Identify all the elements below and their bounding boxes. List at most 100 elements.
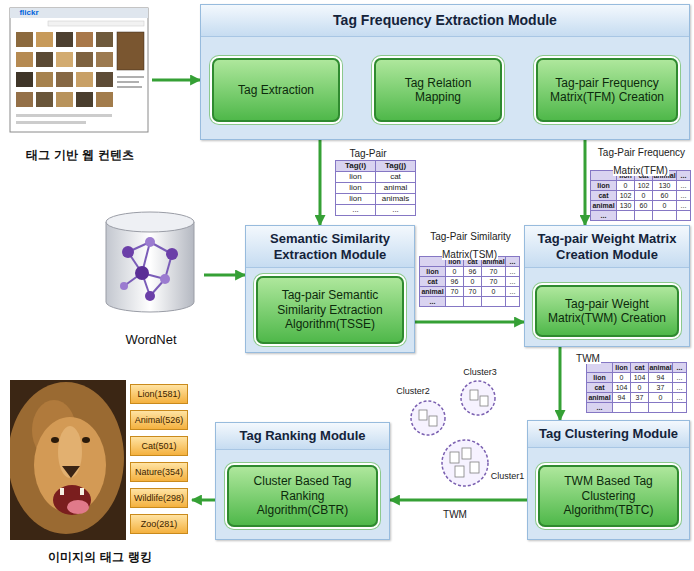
lion-photo-part	[58, 426, 82, 478]
flow-arrow	[559, 347, 562, 420]
network-node-part	[135, 266, 149, 280]
document-icon-part	[480, 396, 488, 406]
document-icon-part	[462, 448, 471, 459]
module-panel: Tag Frequency Extraction ModuleTag Extra…	[200, 4, 690, 140]
table-text: 102	[620, 192, 632, 199]
table-cell-box: 70	[445, 286, 464, 297]
flow-arrow	[584, 140, 587, 225]
network-node-part	[122, 246, 134, 258]
table-text: 102	[638, 182, 650, 189]
edge-label-box: Tag-Pair	[333, 143, 403, 161]
cluster-circle	[411, 401, 445, 435]
table-cell-box: ...	[586, 402, 613, 413]
table-cell	[634, 210, 653, 221]
table-cell-box: ...	[672, 362, 687, 373]
table-text: ...	[510, 268, 516, 275]
table-cell-box: 0	[612, 372, 631, 383]
table-text: lion	[597, 182, 609, 189]
web-screenshot-part	[96, 72, 113, 87]
table-cell-box: ...	[505, 276, 520, 287]
table-cell	[445, 296, 464, 307]
table-cell-box: 0	[463, 276, 482, 287]
table-text: cat	[598, 192, 608, 199]
figure-label: Cluster3	[463, 368, 497, 377]
table-cell-box: lion	[335, 182, 376, 194]
table-text: 0	[663, 202, 667, 209]
web-screenshot-part	[96, 52, 113, 67]
table-cell-box: 94	[612, 392, 631, 403]
table-cell-box: 0	[652, 200, 677, 211]
web-screenshot-part	[76, 92, 93, 107]
table-text: 0	[642, 192, 646, 199]
edge-label: Tag-Pair Similarity Matrix(TSM)	[429, 231, 511, 260]
table-cell-box: ...	[676, 170, 691, 181]
tag-box: Zoo(281)	[130, 514, 188, 534]
table-cell-box: animal	[590, 200, 617, 211]
table-cell-box: 96	[463, 266, 482, 277]
web-screenshot-part	[36, 32, 53, 47]
table-text: ...	[510, 258, 516, 265]
flow-arrow	[390, 499, 527, 502]
table-cell-box: 96	[445, 276, 464, 287]
module-title: Tag Frequency Extraction Module	[201, 5, 689, 37]
process-box: Tag-pair Frequency Matrix(TFM) Creation	[536, 58, 678, 122]
process-box: Tag Relation Mapping	[374, 58, 502, 122]
database-top	[106, 212, 194, 232]
figure-caption: 태그 기반 웹 컨텐츠	[26, 147, 135, 164]
tag-box: Animal(526)	[130, 410, 188, 430]
table-cell-box: ...	[672, 382, 687, 393]
box-label: Tag-pair Frequency Matrix(TFM) Creation	[544, 76, 670, 105]
table-cell-box: 70	[463, 286, 482, 297]
table-cell-box: cat	[630, 362, 649, 373]
lion-photo-part	[67, 500, 89, 514]
table-text: ...	[597, 404, 603, 411]
figure-label: flickr	[19, 9, 38, 17]
flow-arrow	[415, 321, 524, 324]
network-node-part	[166, 248, 178, 260]
web-screenshot-part	[117, 86, 142, 88]
table-text: animal	[421, 288, 443, 295]
web-screenshot-part	[36, 52, 53, 67]
table-text: ...	[352, 206, 359, 214]
table-cell	[612, 402, 631, 413]
table-cell-box: 102	[616, 190, 635, 201]
table-cell-box: cat	[586, 382, 613, 393]
document-icon-part	[470, 462, 479, 473]
web-screenshot-part	[10, 8, 148, 18]
table-cell	[648, 402, 673, 413]
table-cell	[672, 402, 687, 413]
label-box: Cluster2	[393, 385, 433, 397]
table-cell-box: animal	[419, 286, 446, 297]
table-cell-box: lion	[419, 266, 446, 277]
table-cell-box: lion	[612, 362, 631, 373]
table-text: ...	[392, 206, 399, 214]
table-cell-box: lion	[335, 193, 376, 205]
web-screenshot-part	[117, 32, 144, 70]
tag-box: Nature(354)	[130, 462, 188, 482]
flow-arrow	[204, 274, 245, 277]
table-text: animal	[384, 184, 408, 192]
web-screenshot-part	[56, 52, 73, 67]
table-cell-box: Tag(i)	[335, 160, 376, 172]
box-label: Tag Relation Mapping	[382, 76, 494, 105]
table-text: ...	[677, 394, 683, 401]
table-text: lion	[593, 374, 605, 381]
table-cell-box: Tag(j)	[375, 160, 416, 172]
figure-label: Cluster1	[491, 472, 525, 481]
network-node-part	[145, 237, 155, 247]
table-cell-box: ...	[419, 296, 446, 307]
table-text: ...	[681, 172, 687, 179]
web-screenshot-part	[48, 21, 144, 26]
edge-label: TWM	[575, 353, 601, 364]
table-cell-box: 60	[634, 200, 653, 211]
table-cell-box: ...	[590, 210, 617, 221]
module-title: Tag Clustering Module	[528, 421, 689, 448]
table-text: ...	[681, 192, 687, 199]
web-screenshot-part	[16, 52, 33, 67]
table-text: 0	[659, 394, 663, 401]
flow-arrow	[152, 79, 200, 82]
table-cell-box: animal	[586, 392, 613, 403]
web-screenshot	[10, 8, 148, 132]
document-icon-part	[419, 410, 427, 420]
web-screenshot-part	[96, 92, 113, 107]
